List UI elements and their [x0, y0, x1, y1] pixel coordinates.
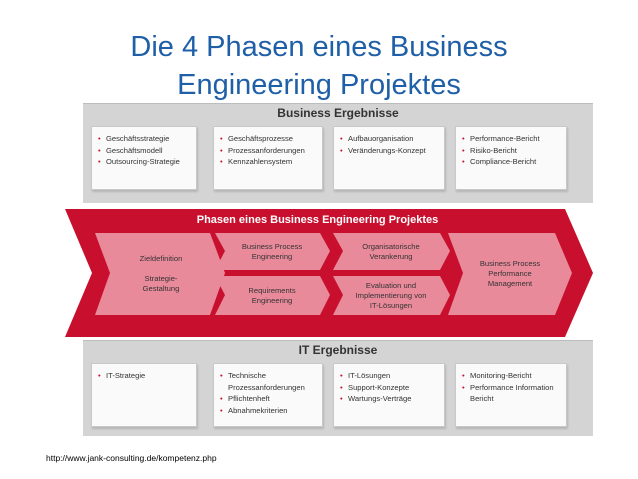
it-results-card-3: IT-Lösungen Support-Konzepte Wartungs-Ve… — [333, 363, 445, 427]
list-item: IT-Lösungen — [340, 370, 440, 382]
phase-2b-chevron — [215, 276, 330, 315]
list-item: Geschäftsstrategie — [98, 133, 192, 145]
phase-3a-line-1: Organisatorische — [362, 241, 420, 251]
phase-3a-line-2: Verankerung — [369, 251, 413, 261]
list-item: Risiko-Bericht — [462, 145, 562, 157]
slide-title: Die 4 Phasen eines Business Engineering … — [0, 28, 638, 104]
phase-3a-chevron — [333, 233, 450, 270]
slide-title-line-1: Die 4 Phasen eines Business — [130, 31, 508, 63]
phase-1-text-b2: Gestaltung — [142, 284, 180, 293]
list-item: Technische Prozessanforderungen — [220, 370, 318, 393]
list-item: Support-Konzepte — [340, 382, 440, 394]
list-item: Wartungs-Verträge — [340, 393, 440, 405]
phase-1-text-a: Zieldefinition — [139, 254, 183, 263]
list-item: Performance Information Bericht — [462, 382, 562, 405]
list-item: Geschäftsmodell — [98, 145, 192, 157]
phase-2b-line-2: Engineering — [251, 295, 293, 305]
phase-2a-chevron — [215, 233, 330, 270]
business-results-card-2: Geschäftsprozesse Prozessanforderungen K… — [213, 126, 323, 190]
phase-3b-line-2: Implementierung von — [355, 290, 427, 300]
list-item: Veränderungs-Konzept — [340, 145, 440, 157]
phase-1-label: Zieldefinition Strategie- Gestaltung — [112, 240, 210, 308]
phase-3b-chevron — [333, 276, 450, 315]
list-item: Monitoring-Bericht — [462, 370, 562, 382]
phase-3a-label: Organisatorische Verankerung — [340, 236, 442, 267]
it-results-heading: IT Ergebnisse — [298, 343, 378, 357]
list-item: Geschäftsprozesse — [220, 133, 318, 145]
phase-1-text-b1: Strategie- — [144, 274, 178, 283]
phase-2b-label: Requirements Engineering — [222, 280, 322, 311]
phase-2a-line-2: Engineering — [251, 251, 293, 261]
phase-3b-line-3: IT-Lösungen — [369, 300, 413, 310]
phase-4-line-2: Performance — [488, 269, 532, 278]
list-item: Aufbauorganisation — [340, 133, 440, 145]
list-item: Outsourcing-Strategie — [98, 156, 192, 168]
business-results-card-4: Performance-Bericht Risiko-Bericht Compl… — [455, 126, 567, 190]
it-results-card-2: Technische Prozessanforderungen Pflichte… — [213, 363, 323, 427]
phase-3b-line-1: Evaluation und — [365, 280, 417, 290]
phase-1-chevron — [95, 233, 225, 315]
list-item: Kennzahlensystem — [220, 156, 318, 168]
business-results-card-1: Geschäftsstrategie Geschäftsmodell Outso… — [91, 126, 197, 190]
list-item: Pflichtenheft — [220, 393, 318, 405]
phase-4-line-3: Management — [487, 279, 533, 288]
phase-3b-label: Evaluation und Implementierung von IT-Lö… — [340, 278, 442, 313]
source-link[interactable]: http://www.jank-consulting.de/kompetenz.… — [46, 453, 217, 463]
list-item: Prozessanforderungen — [220, 145, 318, 157]
it-results-card-1: IT-Strategie — [91, 363, 197, 427]
list-item: Compliance-Bericht — [462, 156, 562, 168]
list-item: IT-Strategie — [98, 370, 192, 382]
it-results-card-4: Monitoring-Bericht Performance Informati… — [455, 363, 567, 427]
phase-2b-line-1: Requirements — [248, 285, 296, 295]
business-results-card-3: Aufbauorganisation Veränderungs-Konzept — [333, 126, 445, 190]
business-results-band: Business Ergebnisse Geschäftsstrategie G… — [83, 103, 593, 203]
business-results-heading: Business Ergebnisse — [277, 106, 399, 120]
phases-heading: Phasen eines Business Engineering Projek… — [196, 214, 439, 226]
phase-4-line-1: Business Process — [479, 259, 541, 268]
it-results-band: IT Ergebnisse IT-Strategie Technische Pr… — [83, 340, 593, 436]
phase-2a-label: Business Process Engineering — [222, 236, 322, 267]
slide-title-line-2: Engineering Projektes — [177, 69, 461, 101]
list-item: Abnahmekriterien — [220, 405, 318, 417]
list-item: Performance-Bericht — [462, 133, 562, 145]
phase-4-chevron — [448, 233, 572, 315]
phase-2a-line-1: Business Process — [241, 241, 303, 251]
phase-4-label: Business Process Performance Management — [460, 240, 560, 308]
